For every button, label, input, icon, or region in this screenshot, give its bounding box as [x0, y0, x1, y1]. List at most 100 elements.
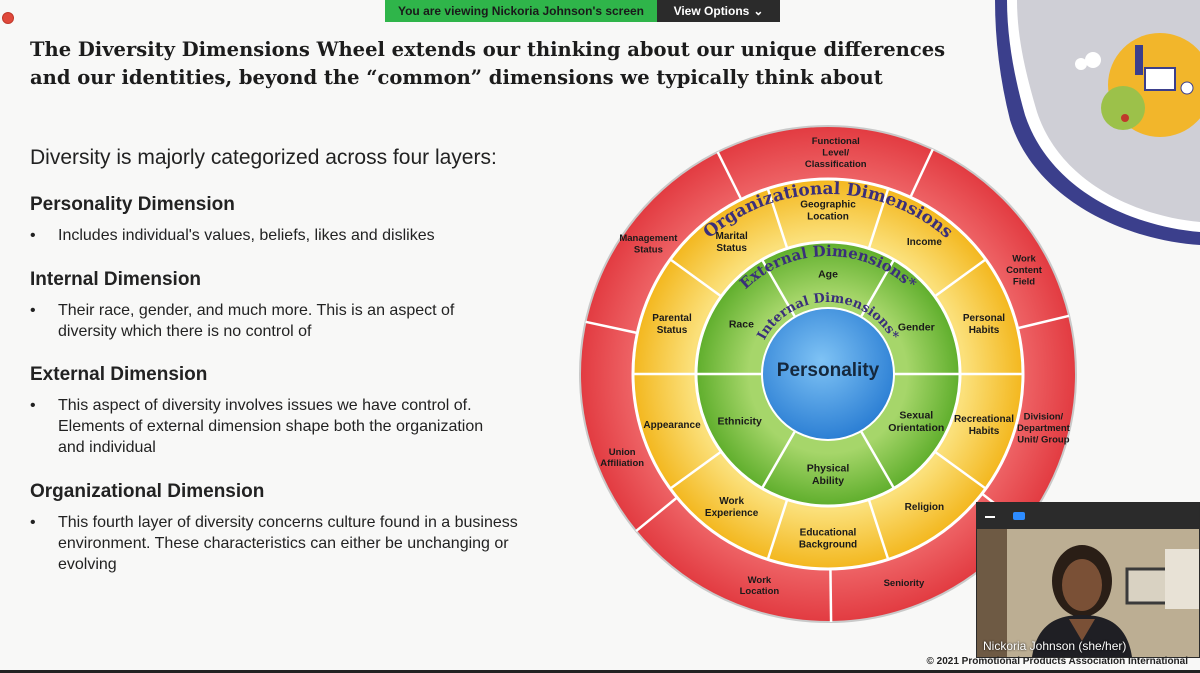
wheel-label-line: Religion [905, 502, 944, 513]
wheel-label-line: Parental [652, 313, 692, 324]
wheel-spoke [760, 430, 797, 489]
wheel-label-line: Geographic [800, 200, 856, 211]
wheel-label: Race [729, 319, 754, 331]
wheel-label-line: Work [719, 496, 744, 507]
slide-title: The Diversity Dimensions Wheel extends o… [30, 38, 946, 89]
corner-decoration-icon [995, 0, 1200, 245]
wheel-spoke [909, 148, 934, 198]
wheel-spoke [760, 259, 797, 318]
participant-video[interactable]: Nickoria Johnson (she/her) [976, 502, 1200, 658]
wheel-spoke [669, 450, 722, 490]
section-bullet: Includes individual's values, beliefs, l… [30, 225, 530, 246]
wheel-spoke [934, 450, 987, 490]
view-options-label: View Options [673, 4, 750, 18]
wheel-spoke [635, 496, 678, 532]
wheel-label-line: Functional [812, 136, 860, 147]
wheel-label: Age [818, 269, 838, 281]
view-options-button[interactable]: View Options ⌄ [657, 0, 780, 22]
wheel-label: Seniority [884, 578, 925, 589]
section-organizational: Organizational Dimension This fourth lay… [30, 481, 530, 575]
wheel-label-line: Management [619, 233, 678, 244]
wheel-label-line: Orientation [888, 422, 944, 434]
minimize-icon[interactable] [985, 516, 995, 518]
share-status: You are viewing Nickoria Johnson's scree… [385, 0, 657, 22]
wheel-label-line: Seniority [884, 578, 925, 589]
diversity-wheel: Organizational Dimensions External Dimen… [579, 125, 1077, 623]
wheel-label: Ethnicity [718, 416, 762, 428]
wheel-label-line: Unit/ Group [1017, 434, 1069, 445]
participant-avatar-icon [977, 529, 1199, 657]
wheel-spoke [1017, 314, 1070, 330]
wheel-label: Gender [898, 322, 935, 334]
recording-indicator-icon [2, 12, 14, 24]
wheel-label-line: Personal [963, 313, 1005, 324]
wheel-label-line: Work [1012, 254, 1036, 265]
wheel-label-line: Status [634, 245, 663, 256]
wheel-spoke [859, 259, 896, 318]
wheel-label-line: Recreational [954, 414, 1014, 425]
wheel-label-line: Status [716, 243, 747, 254]
wheel-label-line: Status [657, 325, 688, 336]
section-heading: Personality Dimension [30, 194, 235, 215]
slide-subtitle: Diversity is majorly categorized across … [30, 146, 497, 169]
wheel-label-line: Classification [805, 159, 867, 170]
wheel-label-line: Location [740, 586, 780, 597]
section-bullet: Their race, gender, and much more. This … [30, 300, 498, 342]
wheel-label-line: Content [1006, 265, 1043, 276]
participant-name: Nickoria Johnson (she/her) [983, 639, 1127, 653]
wheel-label-line: Race [729, 319, 754, 331]
wheel-spoke [934, 258, 987, 298]
wheel-label-line: Habits [969, 426, 1000, 437]
wheel-label-line: Work [748, 575, 772, 586]
wheel-label-line: Location [807, 212, 849, 223]
wheel-label-line: Affiliation [600, 458, 644, 469]
wheel-label-line: Division/ [1024, 412, 1064, 423]
wheel-label-line: Gender [898, 322, 935, 334]
copyright-text: © 2021 Promotional Products Association … [926, 656, 1189, 667]
wheel-label-line: Department [1017, 423, 1071, 434]
section-heading: Internal Dimension [30, 269, 202, 290]
share-banner: You are viewing Nickoria Johnson's scree… [385, 0, 780, 22]
wheel-label-line: Ethnicity [718, 416, 762, 428]
wheel-label-line: Educational [800, 528, 857, 539]
section-personality: Personality Dimension Includes individua… [30, 194, 530, 246]
personality-core-label: Personality [777, 360, 880, 381]
wheel-spoke [669, 258, 722, 298]
section-bullet: This fourth layer of diversity concerns … [30, 512, 528, 575]
wheel-label-line: Ability [812, 475, 844, 487]
section-heading: External Dimension [30, 364, 208, 385]
wheel-label-line: Income [907, 237, 942, 248]
view-switch-icon[interactable] [1013, 512, 1025, 520]
wheel-label-line: Union [609, 447, 636, 458]
section-internal: Internal Dimension Their race, gender, a… [30, 269, 530, 342]
video-toolbar [977, 503, 1199, 529]
bottom-edge [0, 670, 1200, 673]
wheel-spoke [867, 499, 890, 560]
wheel-spoke [766, 188, 789, 249]
wheel-spoke [585, 320, 638, 335]
video-feed: Nickoria Johnson (she/her) [977, 529, 1199, 657]
wheel-spoke [829, 568, 833, 622]
section-heading: Organizational Dimension [30, 481, 265, 502]
wheel-label: Appearance [643, 420, 701, 431]
wheel-label-line: Appearance [643, 420, 701, 431]
wheel-label-line: Background [799, 540, 857, 551]
wheel-label-line: Marital [715, 231, 747, 242]
wheel-spoke [716, 151, 743, 200]
wheel-label: Religion [905, 502, 944, 513]
wheel-label: Income [907, 237, 942, 248]
